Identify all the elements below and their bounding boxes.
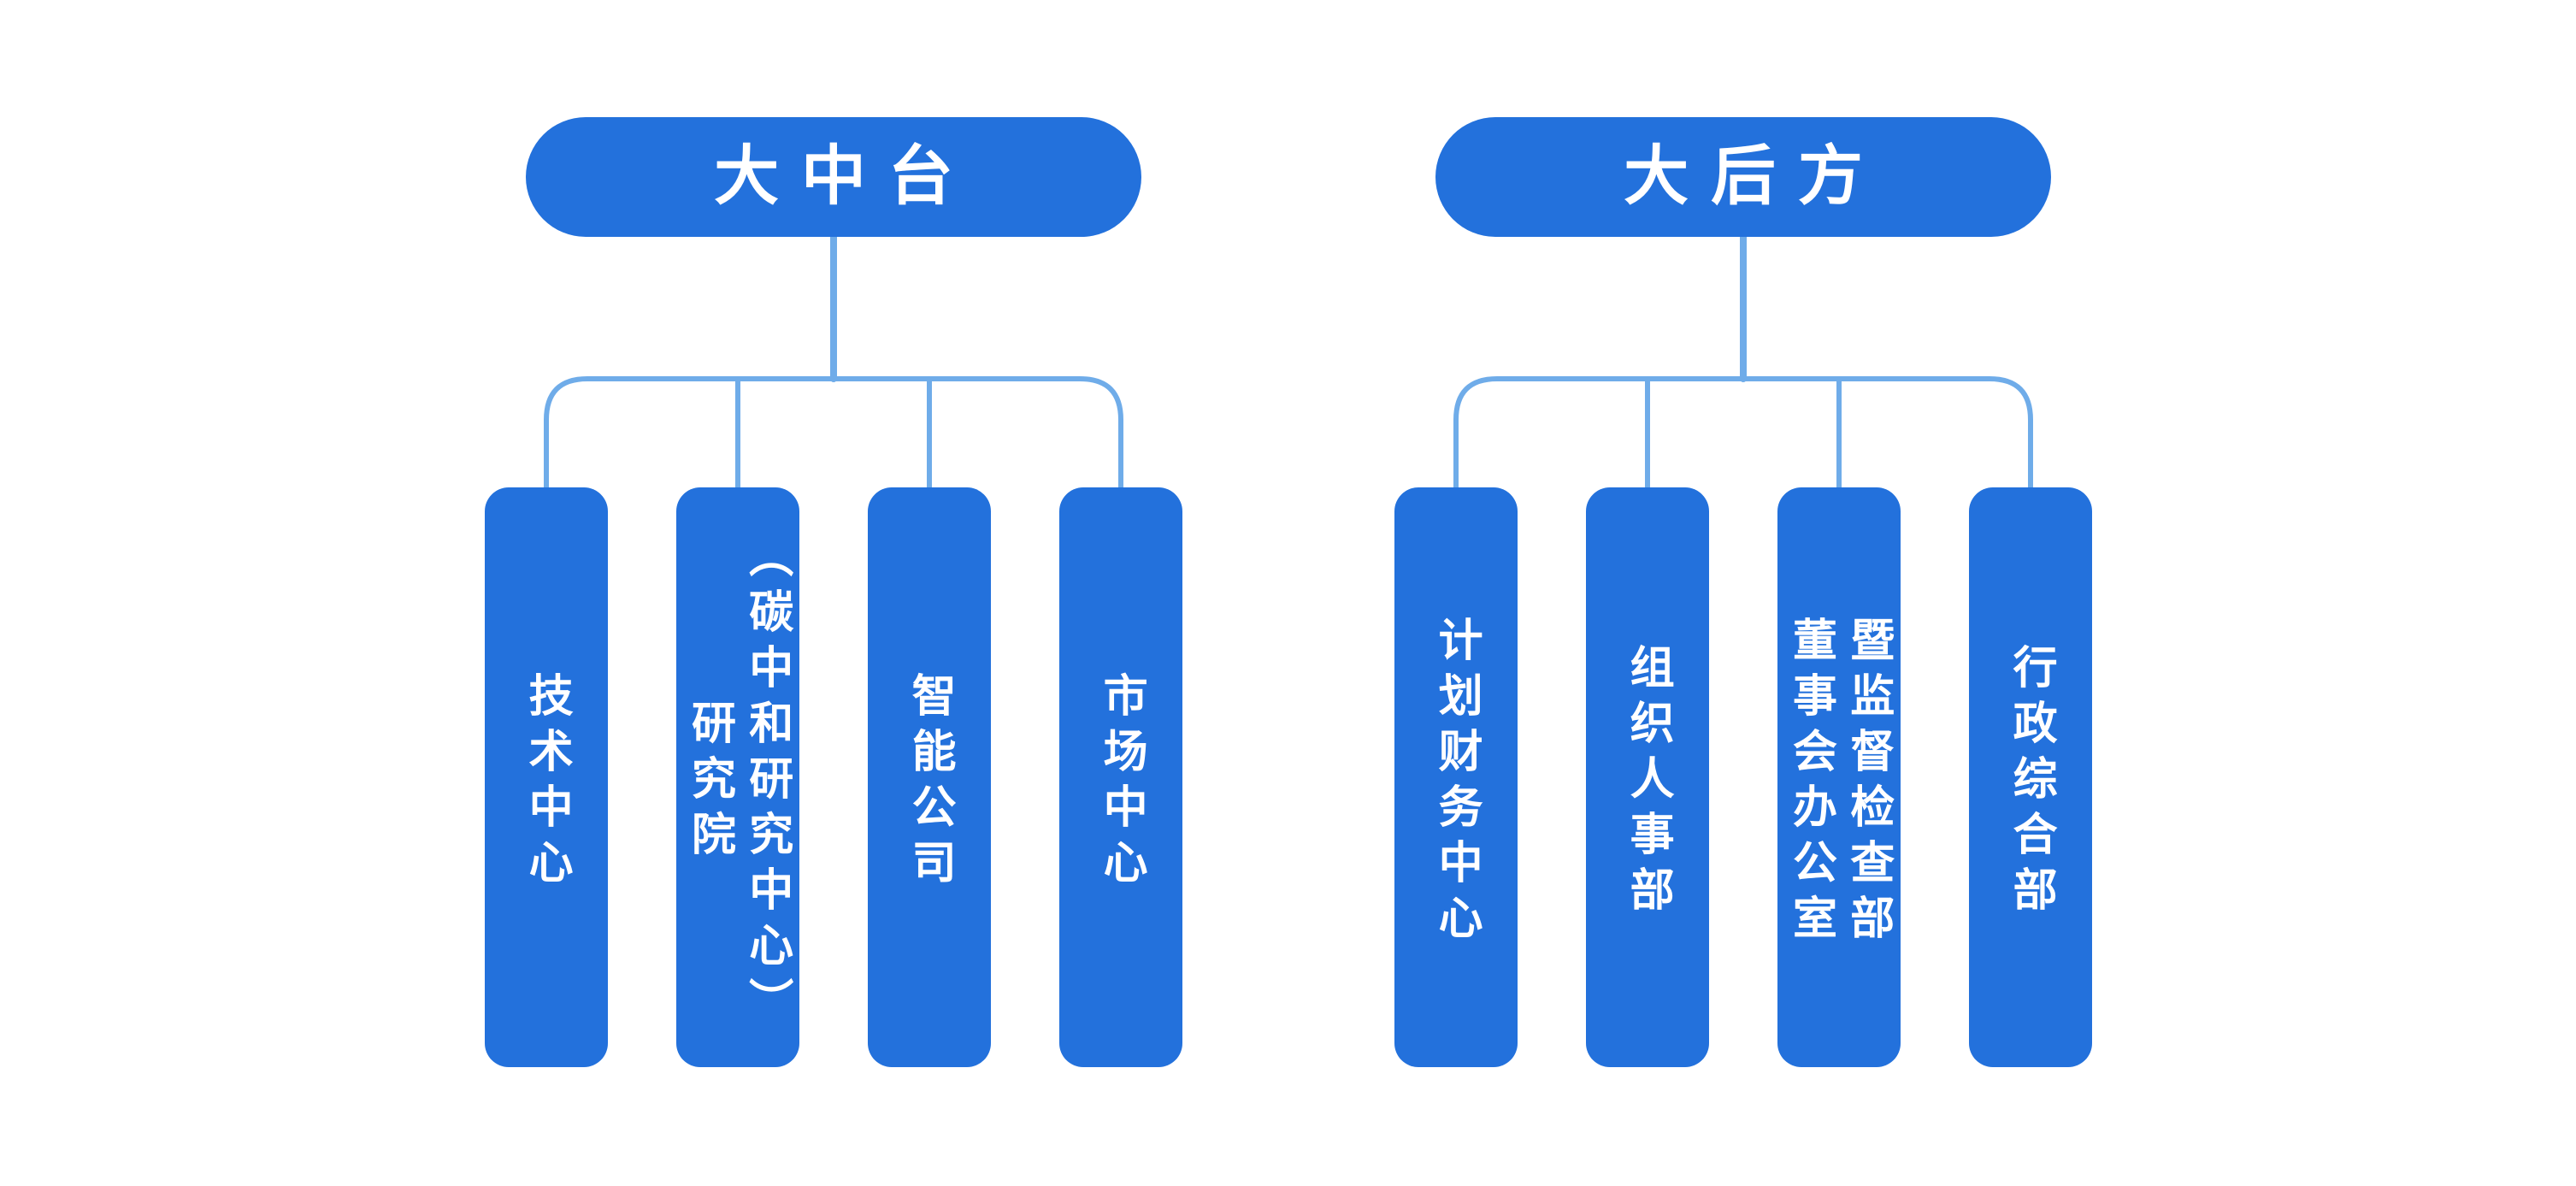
parent-node-da-zhong-tai[interactable]: 大中台 xyxy=(526,117,1141,237)
child-node-label: 市场中心 xyxy=(1096,671,1147,894)
parent-node-label: 大后方 xyxy=(1624,140,1885,213)
child-node-ji-shu-zhong-xin[interactable]: 技术中心 xyxy=(485,487,608,1067)
child-node-label: 组织人事部 xyxy=(1623,644,1673,922)
parent-node-da-hou-fang[interactable]: 大后方 xyxy=(1435,117,2051,237)
parent-node-label: 大中台 xyxy=(714,140,976,213)
child-node-label: 智能公司 xyxy=(905,671,955,894)
child-node-zhi-neng-gong-si[interactable]: 智能公司 xyxy=(868,487,991,1067)
child-node-ji-hua-cai-wu-zhong-xin[interactable]: 计划财务中心 xyxy=(1394,487,1518,1067)
child-node-shi-chang-zhong-xin[interactable]: 市场中心 xyxy=(1059,487,1182,1067)
child-node-label: 计划财务中心 xyxy=(1431,616,1482,950)
child-node-label: 行政综合部 xyxy=(2006,644,2056,922)
child-node-xing-zheng-zong-he-bu[interactable]: 行政综合部 xyxy=(1969,487,2092,1067)
child-node-label: 董事会办公室 暨监督检查部 xyxy=(1785,616,1893,950)
child-node-label: 研究院 （碳中和研究中心） xyxy=(684,533,792,1033)
child-node-label: 技术中心 xyxy=(522,671,572,894)
child-node-zu-zhi-ren-shi-bu[interactable]: 组织人事部 xyxy=(1586,487,1709,1067)
child-node-yan-jiu-yuan[interactable]: 研究院 （碳中和研究中心） xyxy=(676,487,799,1067)
child-node-dong-shi-hui-ban-gong-shi[interactable]: 董事会办公室 暨监督检查部 xyxy=(1777,487,1901,1067)
